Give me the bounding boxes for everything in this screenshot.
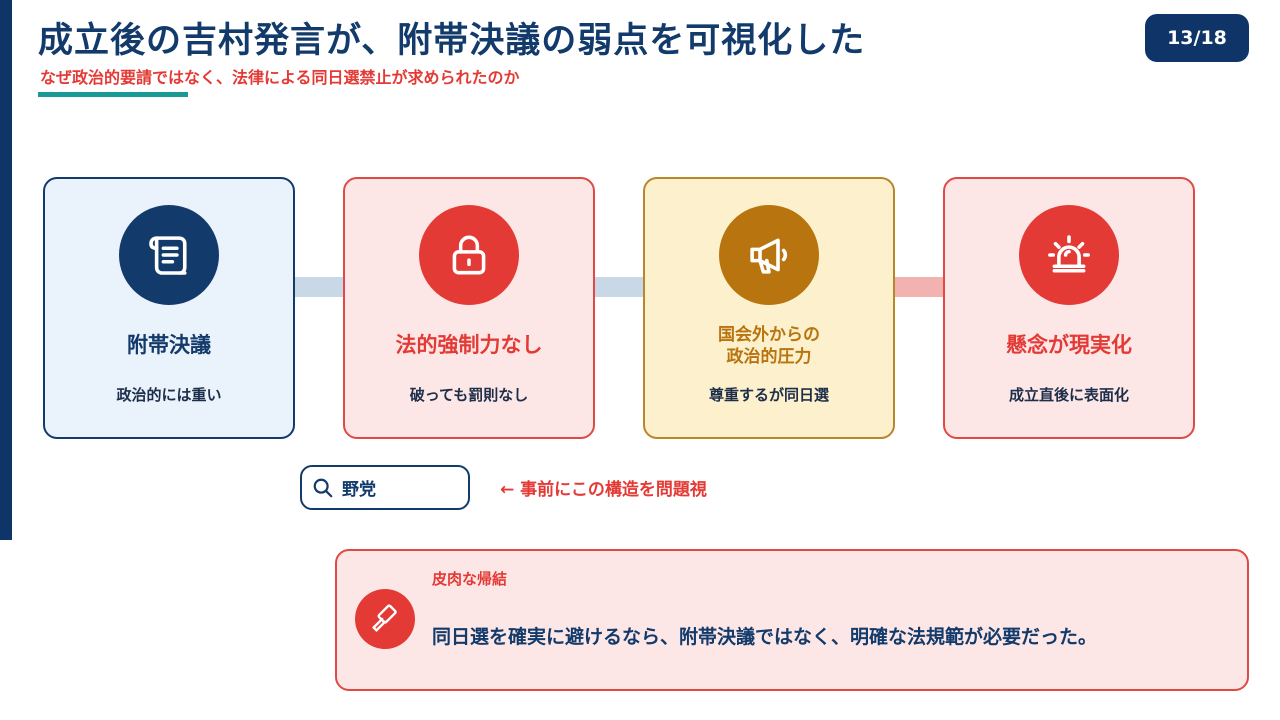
page-number-badge: 13/18 xyxy=(1145,14,1249,62)
flow-card-no-enforcement: 法的強制力なし 破っても罰則なし xyxy=(343,177,595,439)
left-accent-bar xyxy=(0,0,12,540)
title-underline xyxy=(38,92,188,97)
card-title: 懸念が現実化 xyxy=(1006,333,1132,358)
page-subtitle: なぜ政治的要請ではなく、法律による同日選禁止が求められたのか xyxy=(40,68,520,87)
card-title: 法的強制力なし xyxy=(395,333,543,358)
opposition-label-box: 野党 xyxy=(300,465,470,510)
card-title: 国会外からの 政治的圧力 xyxy=(718,324,820,367)
opposition-label: 野党 xyxy=(342,480,376,500)
conclusion-heading: 皮肉な帰結 xyxy=(432,570,508,588)
flow-card-resolution: 附帯決議 政治的には重い xyxy=(43,177,295,439)
connector-1 xyxy=(294,277,344,297)
card-description: 成立直後に表面化 xyxy=(1008,386,1129,404)
scroll-icon xyxy=(119,205,219,305)
search-icon xyxy=(312,477,334,499)
connector-3 xyxy=(894,277,944,297)
page-title: 成立後の吉村発言が、附帯決議の弱点を可視化した xyxy=(38,21,866,61)
gavel-icon xyxy=(355,589,415,649)
card-title: 附帯決議 xyxy=(127,333,211,358)
megaphone-icon xyxy=(719,205,819,305)
card-description: 政治的には重い xyxy=(116,386,222,404)
annotation-note: ← 事前にこの構造を問題視 xyxy=(500,480,707,500)
conclusion-box: 皮肉な帰結 同日選を確実に避けるなら、附帯決議ではなく、明確な法規範が必要だった… xyxy=(335,549,1249,691)
siren-icon xyxy=(1019,205,1119,305)
lock-icon xyxy=(419,205,519,305)
flow-card-concern-realized: 懸念が現実化 成立直後に表面化 xyxy=(943,177,1195,439)
conclusion-text: 同日選を確実に避けるなら、附帯決議ではなく、明確な法規範が必要だった。 xyxy=(432,626,1098,648)
card-description: 尊重するが同日選 xyxy=(708,386,829,404)
connector-2 xyxy=(594,277,644,297)
flow-card-political-pressure: 国会外からの 政治的圧力 尊重するが同日選 xyxy=(643,177,895,439)
card-description: 破っても罰則なし xyxy=(409,386,529,404)
